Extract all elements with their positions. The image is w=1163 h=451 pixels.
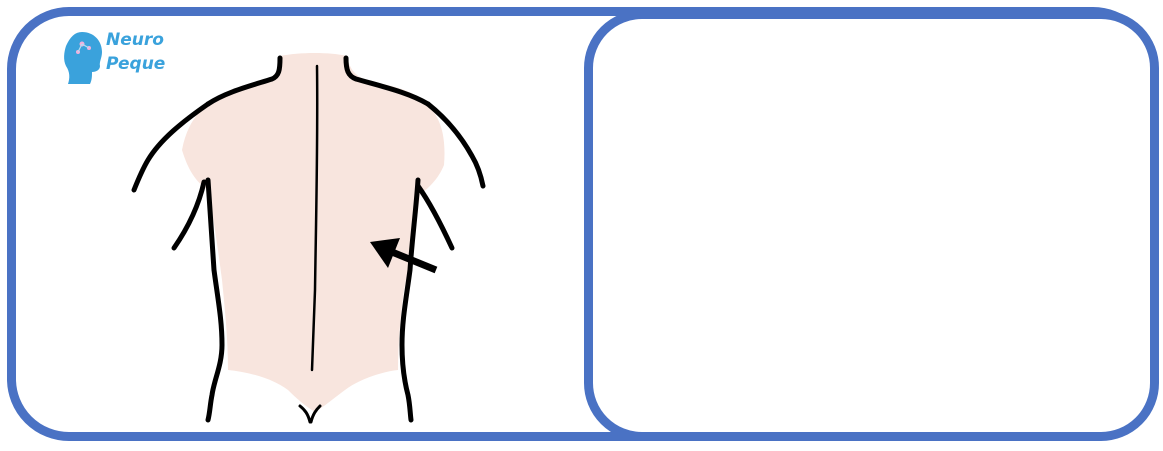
left-inner-arm-line <box>174 182 204 248</box>
answer-panel <box>584 10 1159 441</box>
child-head-icon <box>62 28 104 86</box>
logo-text-line-1: Neuro <box>106 32 164 49</box>
right-inner-arm-line <box>418 186 452 248</box>
logo: Neuro Peque <box>62 28 177 86</box>
logo-text-line-2: Peque <box>106 56 165 73</box>
